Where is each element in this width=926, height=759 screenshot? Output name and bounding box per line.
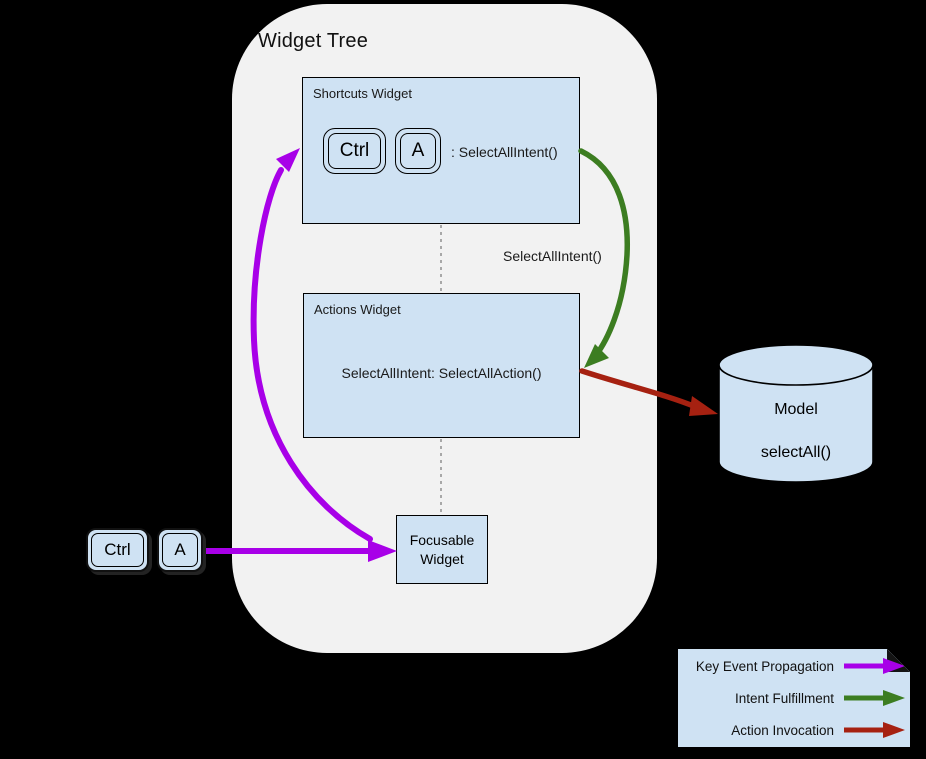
legend-item-intent-fulfillment: Intent Fulfillment [735,687,906,709]
focusable-widget-box: Focusable Widget [396,515,488,584]
shortcut-binding-text: : SelectAllIntent() [451,144,558,160]
actions-widget-label: Actions Widget [314,302,401,317]
legend-item-key-event-propagation: Key Event Propagation [696,655,906,677]
legend-arrowhead [883,658,905,674]
model-cylinder-top [718,344,874,386]
legend-label-action-invocation: Action Invocation [731,722,834,738]
legend: Key Event Propagation Intent Fulfillment… [678,649,910,747]
legend-arrow-key-event-propagation [844,658,905,674]
input-a-key: A [157,528,203,572]
legend-label-intent-fulfillment: Intent Fulfillment [734,690,834,706]
model-title: Model [774,401,818,418]
legend-arrowhead [883,722,905,738]
focusable-widget-label: Focusable Widget [409,531,475,567]
legend-arrow-action-invocation [844,722,905,738]
ctrl-keycap-label: Ctrl [328,133,381,169]
intent-arrow-label: SelectAllIntent() [503,248,602,264]
ctrl-keycap: Ctrl [323,128,386,174]
legend-arrow-intent-fulfillment [844,690,905,706]
model-cylinder-body [718,365,874,483]
legend-label-key-event-propagation: Key Event Propagation [695,658,834,674]
action-arrowhead [689,396,718,416]
input-ctrl-key: Ctrl [86,528,149,572]
legend-item-action-invocation: Action Invocation [731,719,906,741]
actions-widget-box: Actions Widget SelectAllIntent: SelectAl… [303,293,580,438]
model-cylinder [718,344,874,483]
input-ctrl-key-label: Ctrl [91,533,144,567]
intent-action-mapping: SelectAllIntent: SelectAllAction() [341,365,542,381]
input-a-key-label: A [162,533,198,567]
shortcuts-widget-label: Shortcuts Widget [313,86,412,101]
model-method: selectAll() [760,444,832,461]
widget-tree-title: Widget Tree [258,30,369,52]
a-keycap-label: A [400,133,436,169]
legend-arrowhead [883,690,905,706]
a-keycap: A [395,128,441,174]
shortcuts-widget-box: Shortcuts Widget Ctrl A : SelectAllInten… [302,77,580,224]
